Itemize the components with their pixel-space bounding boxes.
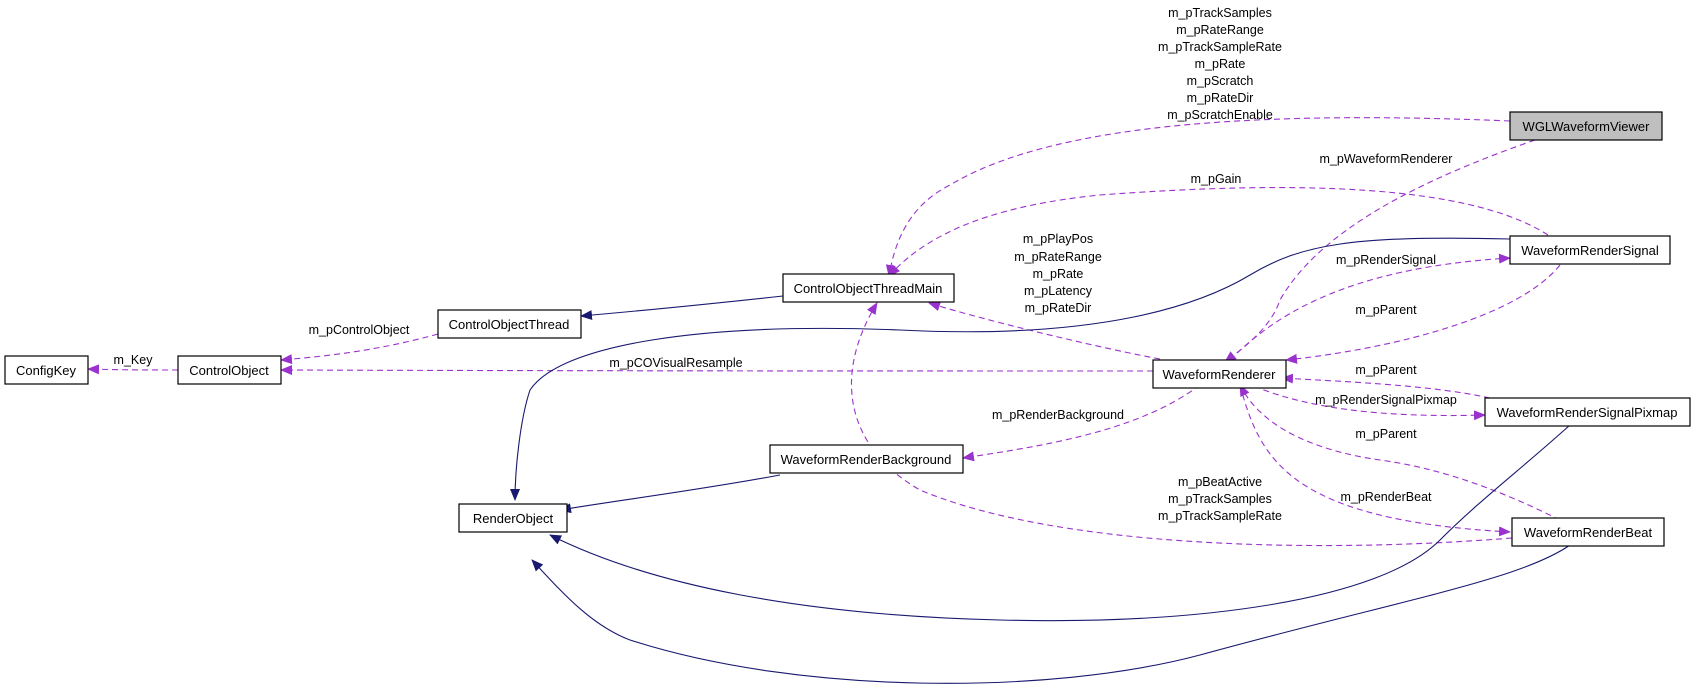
edge-cot-to-controlobject [280,333,439,365]
edge-label: m_pTrackSampleRate [1158,40,1282,54]
edge-renderer-to-signal [1229,253,1511,361]
node-control-object[interactable]: ControlObject [177,355,282,385]
edge-signal-to-cotm [888,187,1549,277]
edge-label: m_pGain [1191,172,1242,186]
node-control-object-thread[interactable]: ControlObjectThread [437,309,582,339]
node-render-object[interactable]: RenderObject [458,503,568,533]
edge-label: m_pRenderBeat [1340,490,1432,504]
edge-label: m_pRateRange [1176,23,1264,37]
node-waveform-renderer[interactable]: WaveformRenderer [1152,359,1287,389]
node-control-object-thread-main[interactable]: ControlObjectThreadMain [782,273,955,303]
edge-label: m_pParent [1355,427,1417,441]
edge-signal-to-renderer [1285,264,1561,364]
edge-wgl-to-renderer [1224,139,1536,363]
edge-beat-to-renderer [1239,384,1561,521]
node-label: ConfigKey [16,363,76,378]
edge-label: m_pWaveformRenderer [1320,152,1453,166]
node-wgl-waveform-viewer[interactable]: WGLWaveformViewer [1509,111,1663,141]
edge-label: m_Key [114,353,154,367]
node-label: WaveformRenderBeat [1524,525,1653,540]
edge-label: m_pRateDir [1025,301,1092,315]
edge-signal-inherits-renderobject [510,237,1511,501]
edge-renderer-to-controlobject [280,365,1154,376]
edge-wgl-to-cotm [885,117,1511,277]
node-waveform-render-signal-pixmap[interactable]: WaveformRenderSignalPixmap [1484,397,1691,427]
edge-label: m_pScratch [1187,74,1254,88]
edge-background-inherits-renderobject [559,474,781,514]
node-label: WGLWaveformViewer [1523,119,1651,134]
node-label: RenderObject [473,511,554,526]
edge-label: m_pRenderBackground [992,408,1124,422]
edge-label: m_pTrackSamples [1168,6,1272,20]
node-label: ControlObjectThreadMain [794,281,943,296]
edge-pixmap-to-renderer [1281,373,1491,399]
edge-renderer-to-pixmap [1244,381,1486,421]
edge-label: m_pRate [1195,57,1246,71]
edge-label: m_pRateRange [1014,250,1102,264]
edge-label: m_pLatency [1024,284,1093,298]
node-label: WaveformRenderSignal [1521,243,1659,258]
edge-cotm-inherits-cot [580,295,784,321]
node-label: ControlObject [189,363,269,378]
edge-label: m_pParent [1355,363,1417,377]
edge-label: m_pParent [1355,303,1417,317]
node-label: WaveformRenderSignalPixmap [1497,405,1678,420]
edge-beat-to-cotm [850,302,1513,547]
edge-label: m_pCOVisualResample [609,356,742,370]
edge-renderer-to-beat [1239,384,1511,537]
node-waveform-render-background[interactable]: WaveformRenderBackground [769,444,964,474]
edge-label: m_pRateDir [1187,91,1254,105]
node-label: WaveformRenderer [1163,367,1277,382]
edge-label: m_pControlObject [309,323,410,337]
edge-beat-inherits-renderobject [531,544,1571,684]
node-label: WaveformRenderBackground [781,452,952,467]
edge-label: m_pBeatActive [1178,475,1262,489]
node-config-key[interactable]: ConfigKey [4,355,89,385]
edge-label: m_pTrackSamples [1168,492,1272,506]
edge-label: m_pTrackSampleRate [1158,509,1282,523]
edge-controlobject-to-configkey [87,364,179,375]
edge-renderer-to-cotm [928,301,1161,360]
edge-label: m_pPlayPos [1023,232,1093,246]
edge-label: m_pRenderSignalPixmap [1315,393,1457,407]
edge-label: m_pRate [1033,267,1084,281]
node-waveform-render-beat[interactable]: WaveformRenderBeat [1511,517,1665,547]
edge-pixmap-inherits-renderobject [549,424,1571,622]
edge-label: m_pRenderSignal [1336,253,1436,267]
edge-label: m_pScratchEnable [1167,108,1273,122]
node-waveform-render-signal[interactable]: WaveformRenderSignal [1509,235,1671,265]
node-label: ControlObjectThread [449,317,570,332]
